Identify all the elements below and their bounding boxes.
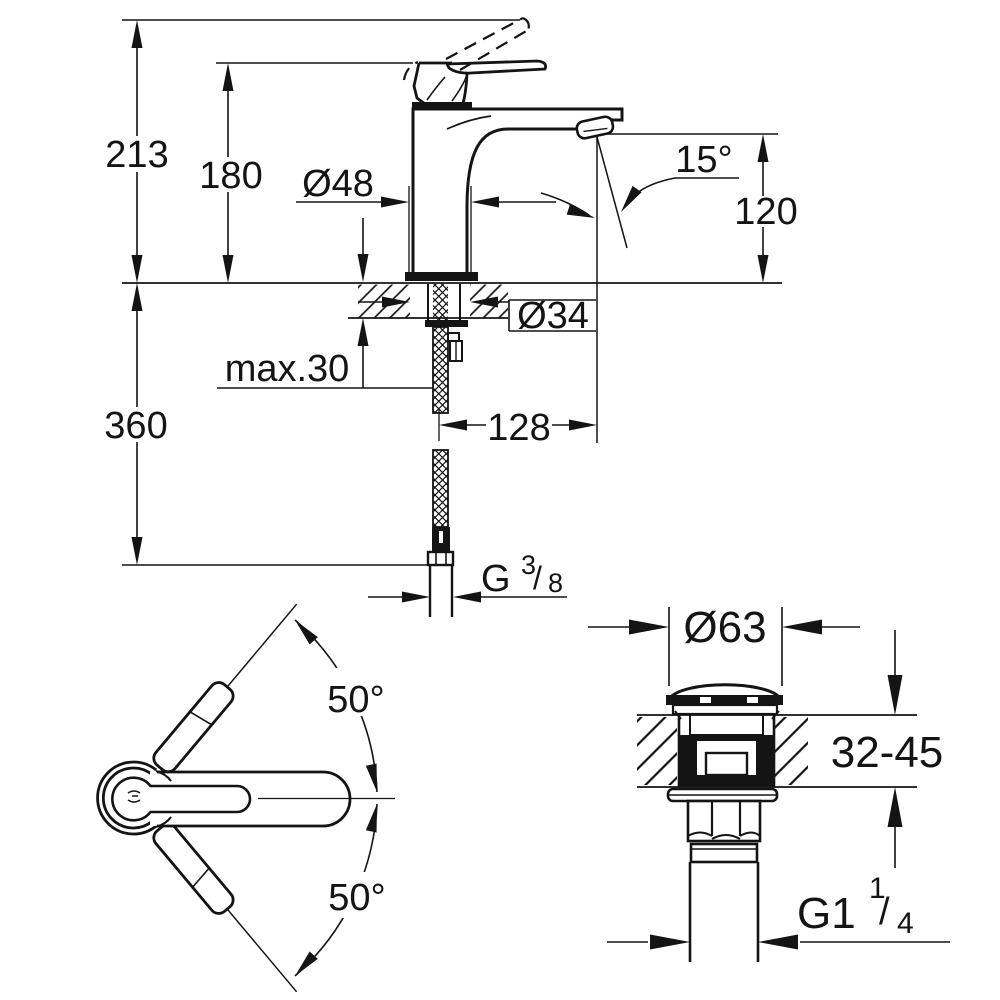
handle-recess	[111, 776, 252, 822]
dimension-cap-diameter: Ø63	[588, 603, 860, 652]
dimension-max-deck: max.30	[217, 218, 433, 390]
dim-label-spout-height: 120	[734, 191, 797, 233]
dimension-213: 213	[105, 20, 169, 283]
dimension-body-diameter: Ø48	[296, 163, 556, 208]
dimension-180: 180	[199, 63, 263, 283]
water-stream-line	[596, 136, 628, 249]
brand-logo-mark	[127, 790, 141, 803]
aerator	[575, 115, 615, 140]
dimension-360: 360	[104, 283, 168, 565]
thread-g38-numerator: 3	[521, 550, 536, 580]
dim-label-handle-height: 180	[199, 155, 262, 197]
dimension-120: 120	[734, 134, 798, 283]
dim-label-swivel-up: 50°	[327, 679, 384, 721]
drain-collar	[689, 842, 759, 864]
dim-label-spout-reach: 128	[487, 407, 550, 449]
basin-section-right	[773, 717, 808, 785]
thread-g38-denominator: 8	[548, 568, 563, 598]
mounting-hardware	[425, 284, 468, 617]
dimension-stream-angle: 15°	[540, 139, 739, 224]
thread-g114-numerator: 1	[869, 872, 886, 905]
dim-label-deck-range: 32-45	[831, 728, 944, 777]
popup-waste-view: Ø63 32-45 G1 1 / 4	[588, 603, 950, 962]
dim-label-body-diameter: Ø48	[302, 163, 374, 205]
drain-cap	[666, 683, 783, 716]
dimension-waste-thread: G1 1 / 4	[607, 872, 950, 950]
dim-label-stream-angle: 15°	[675, 139, 732, 181]
handle-position-up	[152, 603, 298, 774]
braided-hose-upper	[432, 326, 449, 414]
swivel-angle-arcs: 50° 50°	[290, 616, 398, 980]
thread-g38-prefix: G	[481, 558, 511, 600]
drain-tailpipe	[688, 862, 760, 962]
dim-label-cap-diameter: Ø63	[683, 603, 766, 652]
extension-lines	[122, 19, 782, 566]
handle-raised-position-dashed	[402, 17, 530, 81]
dimension-128: 128	[439, 407, 597, 449]
connection-tube	[428, 565, 454, 617]
handle-position-down	[152, 822, 298, 993]
drain-body	[666, 710, 780, 962]
dim-label-overall-height: 213	[105, 134, 168, 176]
dimension-deck-range: 32-45	[831, 630, 944, 868]
dim-label-supply-drop: 360	[104, 405, 167, 447]
faucet-body	[402, 17, 624, 281]
thread-g114-prefix: G1	[797, 889, 856, 938]
dim-label-swivel-down: 50°	[328, 877, 385, 919]
thread-g38-slash: /	[533, 560, 542, 596]
braided-hose-lower	[432, 449, 449, 528]
dim-label-hole-diameter: Ø34	[517, 295, 589, 337]
hose-nut	[426, 550, 455, 567]
thread-g114-denominator: 4	[897, 907, 914, 940]
base-plate	[405, 272, 478, 281]
dimension-supply-thread: G 3 / 8	[368, 550, 567, 603]
dim-label-max-deck: max.30	[225, 348, 350, 390]
handle-top-view: 50° 50°	[96, 603, 398, 993]
thread-g114-slash: /	[879, 891, 890, 933]
dimension-hole-diameter: Ø34	[358, 295, 596, 337]
faucet-side-view: 213 360 180 120 Ø48	[104, 17, 798, 617]
basin-section-left	[637, 717, 677, 785]
handle-lever	[402, 17, 548, 109]
